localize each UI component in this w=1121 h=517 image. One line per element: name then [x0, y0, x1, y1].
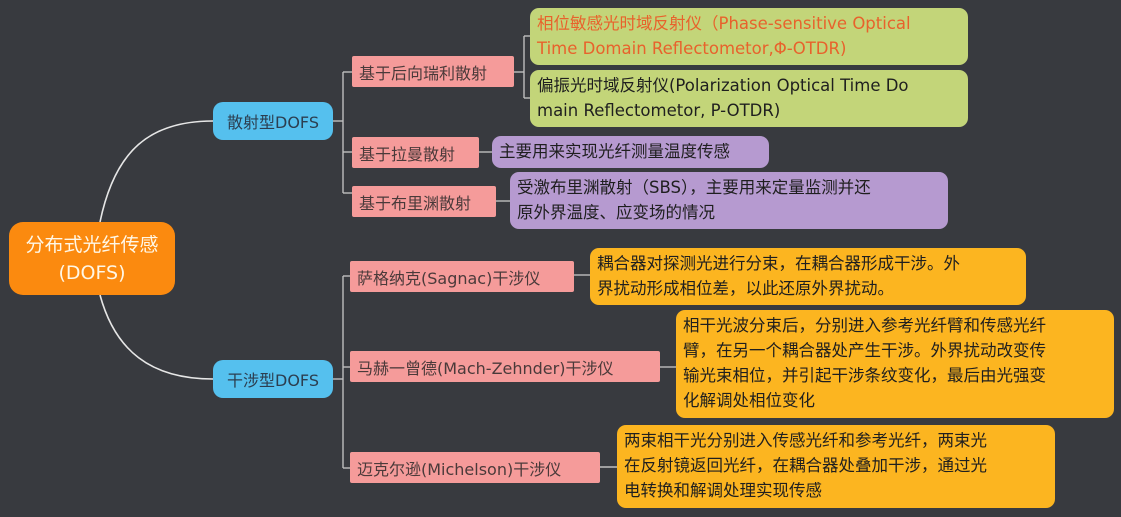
subtopic-mach-zehnder[interactable]: 马赫一曾德(Mach-Zehnder)干涉仪: [350, 351, 660, 382]
leaf-mach-zehnder-desc[interactable]: 相干光波分束后，分别进入参考光纤臂和传感光纤 臂，在另一个耦合器处产生干涉。外界…: [676, 310, 1114, 418]
leaf-phi-otdr[interactable]: 相位敏感光时域反射仪（Phase-sensitive Optical Time …: [530, 8, 968, 65]
leaf-text: 主要用来实现光纤测量温度传感: [499, 142, 730, 161]
connector-root-scattering: [99, 120, 214, 223]
leaf-text: 耦合器对探测光进行分束，在耦合器形成干涉。外 界扰动形成相位差，以此还原外界扰动…: [597, 254, 960, 298]
subtopic-label: 萨格纳克(Sagnac)干涉仪: [357, 268, 541, 288]
leaf-text: 相位敏感光时域反射仪（Phase-sensitive Optical Time …: [537, 14, 911, 58]
leaf-brillouin-desc[interactable]: 受激布里渊散射（SBS），主要用来定量监测并还 原外界温度、应变场的情况: [510, 172, 948, 229]
subtopic-label: 基于后向瑞利散射: [359, 63, 488, 83]
category-scattering-dofs[interactable]: 散射型DOFS: [213, 102, 333, 140]
leaf-text: 两束相干光分别进入传感光纤和参考光纤，两束光 在反射镜返回光纤，在耦合器处叠加干…: [624, 431, 987, 500]
subtopic-michelson[interactable]: 迈克尔逊(Michelson)干涉仪: [350, 452, 600, 483]
subtopic-sagnac[interactable]: 萨格纳克(Sagnac)干涉仪: [350, 261, 574, 292]
category-label: 散射型DOFS: [227, 113, 319, 132]
subtopic-label: 马赫一曾德(Mach-Zehnder)干涉仪: [357, 358, 614, 378]
subtopic-raman[interactable]: 基于拉曼散射: [352, 137, 479, 168]
leaf-raman-desc[interactable]: 主要用来实现光纤测量温度传感: [492, 136, 769, 168]
category-interference-dofs[interactable]: 干涉型DOFS: [213, 360, 333, 398]
leaf-text: 偏振光时域反射仪(Polarization Optical Time Do ma…: [537, 76, 909, 120]
subtopic-brillouin[interactable]: 基于布里渊散射: [352, 186, 496, 217]
subtopic-label: 基于拉曼散射: [359, 144, 456, 164]
leaf-text: 相干光波分束后，分别进入参考光纤臂和传感光纤 臂，在另一个耦合器处产生干涉。外界…: [683, 316, 1046, 410]
leaf-text: 受激布里渊散射（SBS），主要用来定量监测并还 原外界温度、应变场的情况: [517, 178, 871, 222]
category-label: 干涉型DOFS: [227, 371, 319, 390]
subtopic-backward-rayleigh[interactable]: 基于后向瑞利散射: [352, 56, 514, 87]
subtopic-label: 迈克尔逊(Michelson)干涉仪: [357, 459, 562, 479]
subtopic-label: 基于布里渊散射: [359, 193, 472, 213]
root-node[interactable]: 分布式光纤传感 (DOFS): [9, 222, 175, 295]
connector-root-interference: [99, 294, 214, 380]
leaf-p-otdr[interactable]: 偏振光时域反射仪(Polarization Optical Time Do ma…: [530, 70, 968, 127]
root-label: 分布式光纤传感 (DOFS): [25, 233, 159, 284]
leaf-sagnac-desc[interactable]: 耦合器对探测光进行分束，在耦合器形成干涉。外 界扰动形成相位差，以此还原外界扰动…: [590, 248, 1026, 305]
leaf-michelson-desc[interactable]: 两束相干光分别进入传感光纤和参考光纤，两束光 在反射镜返回光纤，在耦合器处叠加干…: [617, 425, 1055, 508]
